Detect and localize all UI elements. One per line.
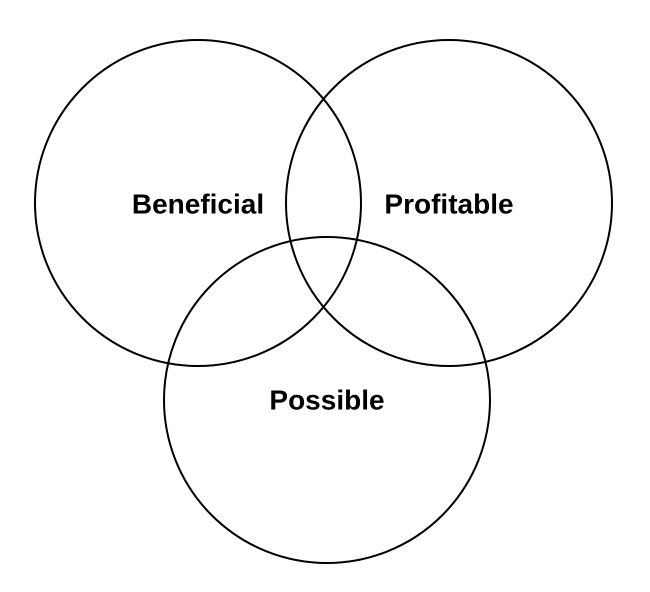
circle-profitable	[285, 39, 613, 367]
circle-beneficial	[34, 39, 362, 367]
label-beneficial: Beneficial	[132, 188, 264, 219]
label-possible: Possible	[269, 384, 384, 415]
circle-possible	[163, 236, 491, 564]
label-profitable: Profitable	[384, 188, 513, 219]
